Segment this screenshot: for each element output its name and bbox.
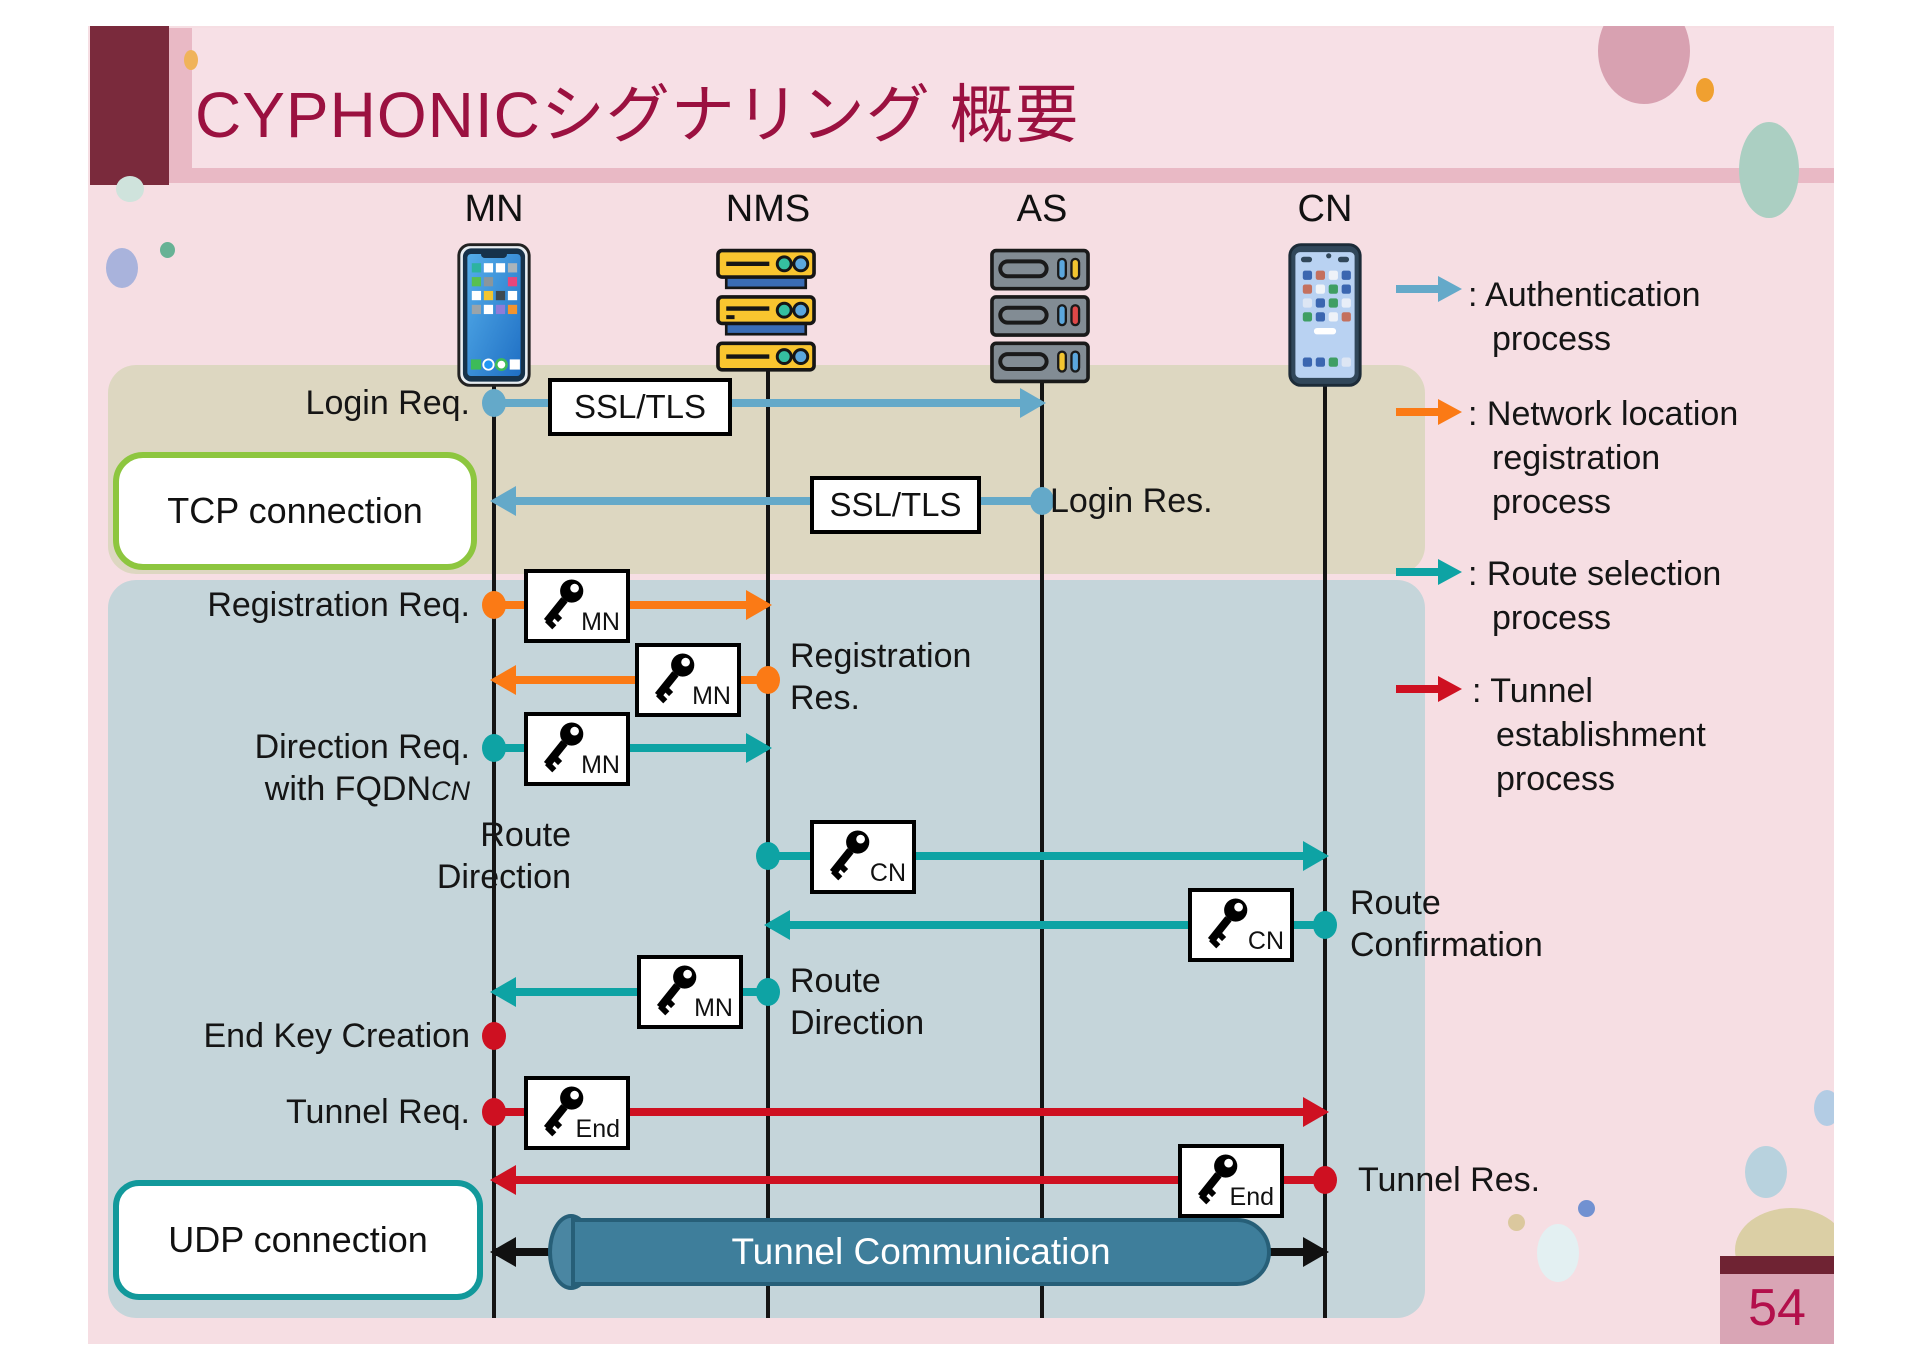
decorative-dot — [1745, 1146, 1787, 1198]
key-box-mn: MN — [524, 712, 630, 786]
key-owner-label: MN — [581, 608, 620, 636]
end-key-creation-dot — [482, 1022, 506, 1050]
tcp-connection-label: TCP connection — [167, 490, 423, 531]
tunnel-cylinder: Tunnel Communication — [571, 1218, 1271, 1286]
page-number: 54 — [1748, 1279, 1806, 1337]
decorative-dot — [106, 248, 138, 288]
label-tunnel-req: Tunnel Req. — [286, 1093, 470, 1131]
key-box-cn: CN — [1188, 888, 1294, 962]
page-number-bar — [1720, 1256, 1834, 1274]
label-route-confirmation: Route Confirmation — [1350, 884, 1543, 964]
smartphone-icon — [1288, 242, 1362, 393]
key-icon — [654, 653, 695, 704]
server-stack-icon — [987, 248, 1093, 389]
entity-label-nms: NMS — [725, 188, 811, 230]
lifeline-mn — [492, 370, 496, 1318]
key-owner-label: MN — [581, 751, 620, 779]
legend-route: : Route selection process — [1468, 555, 1722, 637]
legend-registration: : Network location registration process — [1468, 395, 1739, 521]
ssl-tls-label: SSL/TLS — [829, 486, 962, 523]
label-direction-req: Direction Req. with FQDNCN — [254, 728, 470, 808]
key-icon — [543, 722, 584, 773]
label-registration-res: Registration Res. — [790, 637, 972, 717]
smartphone-icon — [457, 242, 531, 393]
udp-connection-label: UDP connection — [168, 1219, 428, 1260]
decorative-dot — [1739, 122, 1799, 218]
key-box-mn: MN — [524, 569, 630, 643]
decorative-dot — [116, 176, 144, 202]
label-login-req: Login Req. — [305, 384, 470, 422]
title-accent-block — [90, 26, 169, 185]
decorative-dot — [184, 50, 198, 70]
key-icon — [656, 965, 697, 1016]
server-stack-icon — [713, 248, 819, 389]
label-route-direction: Route Direction — [436, 816, 571, 896]
udp-connection-box: UDP connection — [113, 1180, 483, 1300]
key-owner-label: CN — [869, 859, 906, 887]
key-owner-label: End — [575, 1115, 620, 1143]
entity-label-mn: MN — [464, 188, 524, 230]
key-owner-label: CN — [1247, 927, 1284, 955]
tcp-connection-box: TCP connection — [113, 452, 477, 570]
label-tunnel-res: Tunnel Res. — [1358, 1161, 1541, 1199]
key-box-end: End — [1178, 1144, 1284, 1218]
ssl-tls-box: SSL/TLS — [810, 476, 981, 534]
slide-canvas: CYPHONICシグナリング 概要 MN NMS AS CN — [88, 26, 1834, 1344]
ssl-tls-box: SSL/TLS — [548, 378, 732, 436]
entity-label-as: AS — [1016, 188, 1068, 230]
lifeline-as — [1040, 370, 1044, 1318]
decorative-dot — [1578, 1200, 1595, 1217]
decorative-dot — [1814, 1090, 1834, 1126]
tunnel-communication-label: Tunnel Communication — [731, 1231, 1111, 1272]
page-title: CYPHONICシグナリング 概要 — [195, 79, 1080, 151]
key-box-mn: MN — [635, 643, 741, 717]
key-owner-label: MN — [692, 682, 731, 710]
key-box-mn: MN — [637, 955, 743, 1029]
legend-tunnel: : Tunnel establishment process — [1472, 672, 1706, 798]
title-band-inner — [192, 28, 1834, 168]
decorative-dot — [1508, 1214, 1525, 1231]
label-login-res: Login Res. — [1050, 482, 1213, 520]
key-icon — [543, 1086, 584, 1137]
key-box-end: End — [524, 1076, 630, 1150]
entity-label-cn: CN — [1297, 188, 1353, 230]
decorative-dot — [160, 242, 175, 258]
label-registration-req: Registration Req. — [207, 586, 470, 624]
ssl-tls-label: SSL/TLS — [573, 388, 707, 425]
key-owner-label: MN — [694, 994, 733, 1022]
label-route-direction-2: Route Direction — [790, 962, 925, 1042]
key-icon — [543, 579, 584, 630]
decorative-dot — [1696, 78, 1714, 102]
key-box-cn: CN — [810, 820, 916, 894]
decorative-dot — [1537, 1224, 1579, 1282]
label-end-key-creation: End Key Creation — [203, 1017, 471, 1055]
key-owner-label: End — [1229, 1183, 1274, 1211]
key-icon — [1207, 898, 1248, 949]
key-icon — [829, 830, 870, 881]
legend-auth: : Authentication process — [1468, 276, 1701, 358]
key-icon — [1197, 1154, 1238, 1205]
